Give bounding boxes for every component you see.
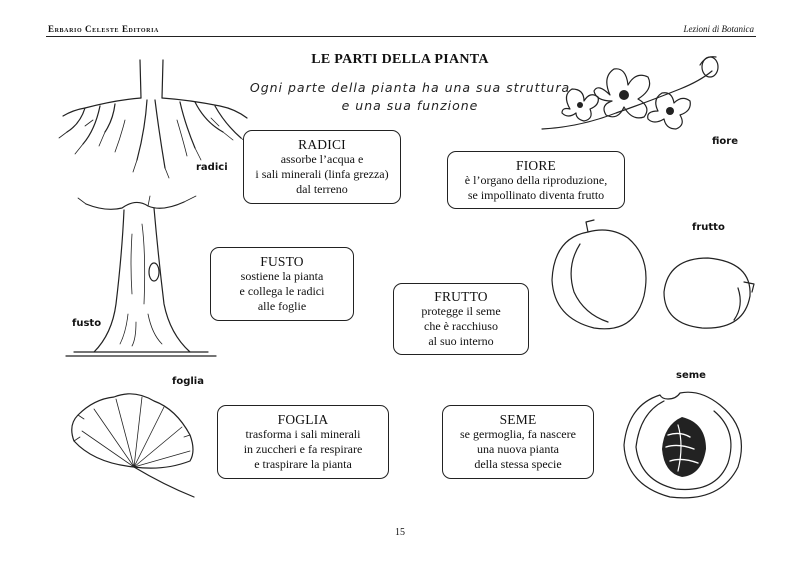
box-foglia-line: in zuccheri e fa respirare <box>243 442 363 456</box>
box-seme-line: una nuova pianta <box>477 442 559 456</box>
roots-illustration <box>58 59 252 179</box>
header-divider <box>46 36 756 37</box>
box-fusto-line: alle foglie <box>257 299 307 313</box>
box-frutto-line: al suo interno <box>428 334 494 348</box>
apricot-fruit-illustration <box>551 219 755 330</box>
page-title: LE PARTI DELLA PIANTA <box>311 52 489 67</box>
box-fusto: FUSTO sostiene la pianta e collega le ra… <box>210 247 354 321</box>
box-radici-line: assorbe l’acqua e <box>280 152 364 166</box>
page-subtitle-line-2: e una sua funzione <box>341 98 479 113</box>
label-seme: seme <box>676 370 706 381</box>
box-radici-line: dal terreno <box>296 182 348 196</box>
ginkgo-leaf-illustration <box>71 393 195 498</box>
box-foglia-line: e traspirare la pianta <box>254 457 352 471</box>
flower-branch-illustration <box>541 56 719 130</box>
box-seme: SEME se germoglia, fa nascere una nuova … <box>442 405 594 479</box>
box-frutto-title: FRUTTO <box>434 289 488 304</box>
box-fusto-title: FUSTO <box>260 254 304 269</box>
box-radici-title: RADICI <box>298 137 346 152</box>
label-frutto: frutto <box>692 222 725 233</box>
label-fiore: fiore <box>712 136 738 147</box>
box-foglia-line: trasforma i sali minerali <box>245 427 361 441</box>
page-subtitle-line-1: Ogni parte della pianta ha una sua strut… <box>249 80 571 95</box>
box-seme-line: se germoglia, fa nascere <box>460 427 576 441</box>
box-frutto-line: protegge il seme <box>421 304 501 318</box>
series-title: Lezioni di Botanica <box>683 24 755 34</box>
box-fusto-line: e collega le radici <box>239 284 325 298</box>
box-foglia: FOGLIA trasforma i sali minerali in zucc… <box>217 405 389 479</box>
fruit-cross-section-seed-illustration <box>623 391 742 499</box>
box-frutto: FRUTTO protegge il seme che è racchiuso … <box>393 283 529 355</box>
page-number: 15 <box>395 527 405 538</box>
box-seme-title: SEME <box>499 412 537 427</box>
box-frutto-line: che è racchiuso <box>424 319 498 333</box>
label-fusto: fusto <box>72 318 102 329</box>
box-fiore: FIORE è l’organo della riproduzione, se … <box>447 151 625 209</box>
box-foglia-title: FOGLIA <box>277 412 329 427</box>
box-seme-line: della stessa specie <box>474 457 562 471</box>
box-fiore-line: se impollinato diventa frutto <box>467 187 605 202</box>
publisher-name: Erbario Celeste Editoria <box>48 24 159 34</box>
box-radici: RADICI assorbe l’acqua e i sali minerali… <box>243 130 401 204</box>
box-fusto-line: sostiene la pianta <box>240 269 324 283</box>
tree-trunk-illustration <box>65 195 217 357</box>
box-fiore-line: è l’organo della riproduzione, <box>464 172 608 187</box>
label-radici: radici <box>196 162 228 173</box>
label-foglia: foglia <box>172 376 204 387</box>
box-radici-line: i sali minerali (linfa grezza) <box>255 167 389 181</box>
box-fiore-title: FIORE <box>515 157 556 173</box>
